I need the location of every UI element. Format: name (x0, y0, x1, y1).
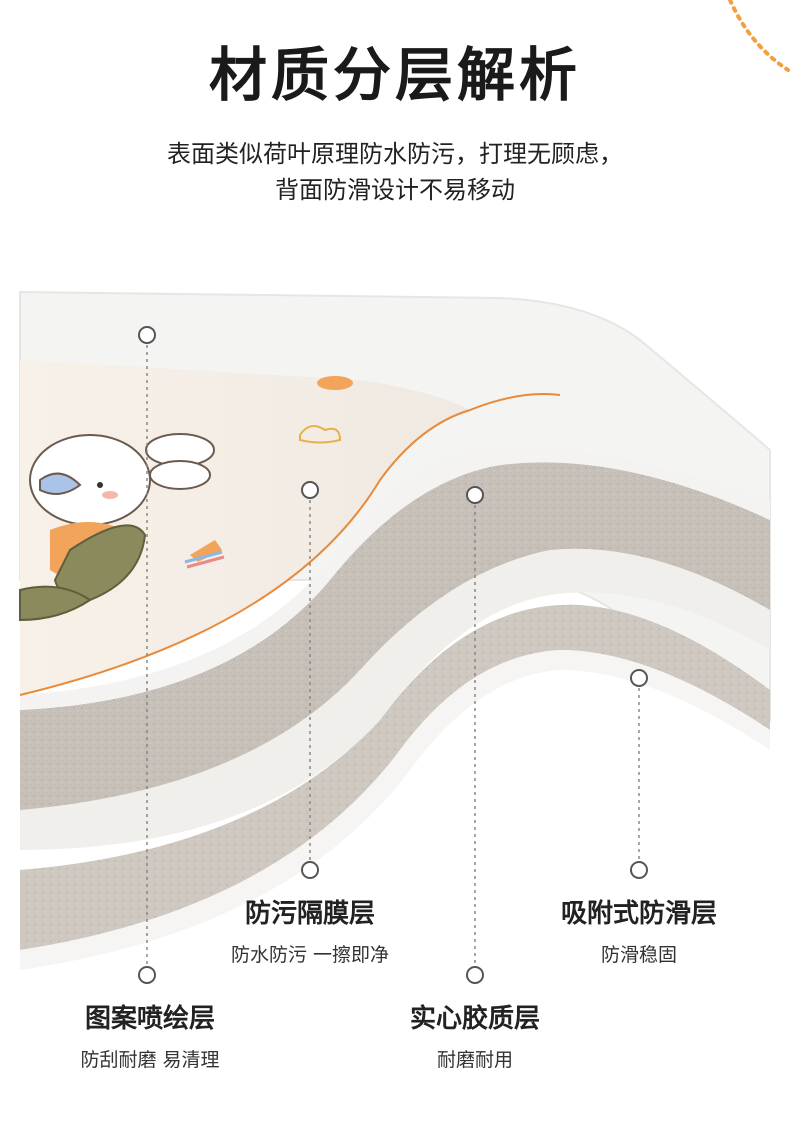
film-edge (20, 445, 770, 710)
corner-decoration (728, 0, 790, 72)
indicator-dot (630, 861, 648, 879)
indicator-dot (301, 861, 319, 879)
layer-name: 防污隔膜层 (244, 899, 375, 929)
core-foam-layer (20, 462, 770, 810)
printed-surface (20, 360, 470, 695)
layer-name: 图案喷绘层 (84, 1004, 215, 1034)
page-title: 材质分层解析 (208, 41, 581, 109)
layer-name: 吸附式防滑层 (560, 899, 717, 929)
indicator-lines (146, 345, 640, 965)
indicator-dot (466, 486, 484, 504)
mat-layers-illustration (19, 290, 771, 984)
orange-border-line (19, 393, 561, 696)
layer-label-anti-slip: 吸附式防滑层 防滑稳固 (519, 893, 759, 967)
indicator-dot (138, 326, 156, 344)
layer-label-film: 防污隔膜层 防水防污 一擦即净 (190, 893, 430, 967)
layer-label-core: 实心胶质层 耐磨耐用 (355, 998, 595, 1072)
subtitle-line-1: 表面类似荷叶原理防水防污，打理无顾虑， (167, 140, 623, 168)
anti-slip-edge (20, 650, 770, 970)
layer-label-print: 图案喷绘层 防刮耐磨 易清理 (30, 998, 270, 1072)
white-separator (20, 548, 770, 850)
indicator-dot (301, 481, 319, 499)
layer-desc: 防刮耐磨 易清理 (80, 1049, 220, 1071)
layer-desc: 防水防污 一擦即净 (230, 944, 390, 966)
bunny-illustration (19, 376, 353, 622)
layer-desc: 防滑稳固 (600, 944, 677, 966)
indicator-dot (138, 966, 156, 984)
layer-name: 实心胶质层 (409, 1004, 540, 1034)
subtitle-line-2: 背面防滑设计不易移动 (275, 176, 515, 204)
indicator-dot (466, 966, 484, 984)
anti-slip-layer-shape (20, 604, 770, 950)
layer-desc: 耐磨耐用 (436, 1049, 513, 1071)
indicator-dot (630, 669, 648, 687)
